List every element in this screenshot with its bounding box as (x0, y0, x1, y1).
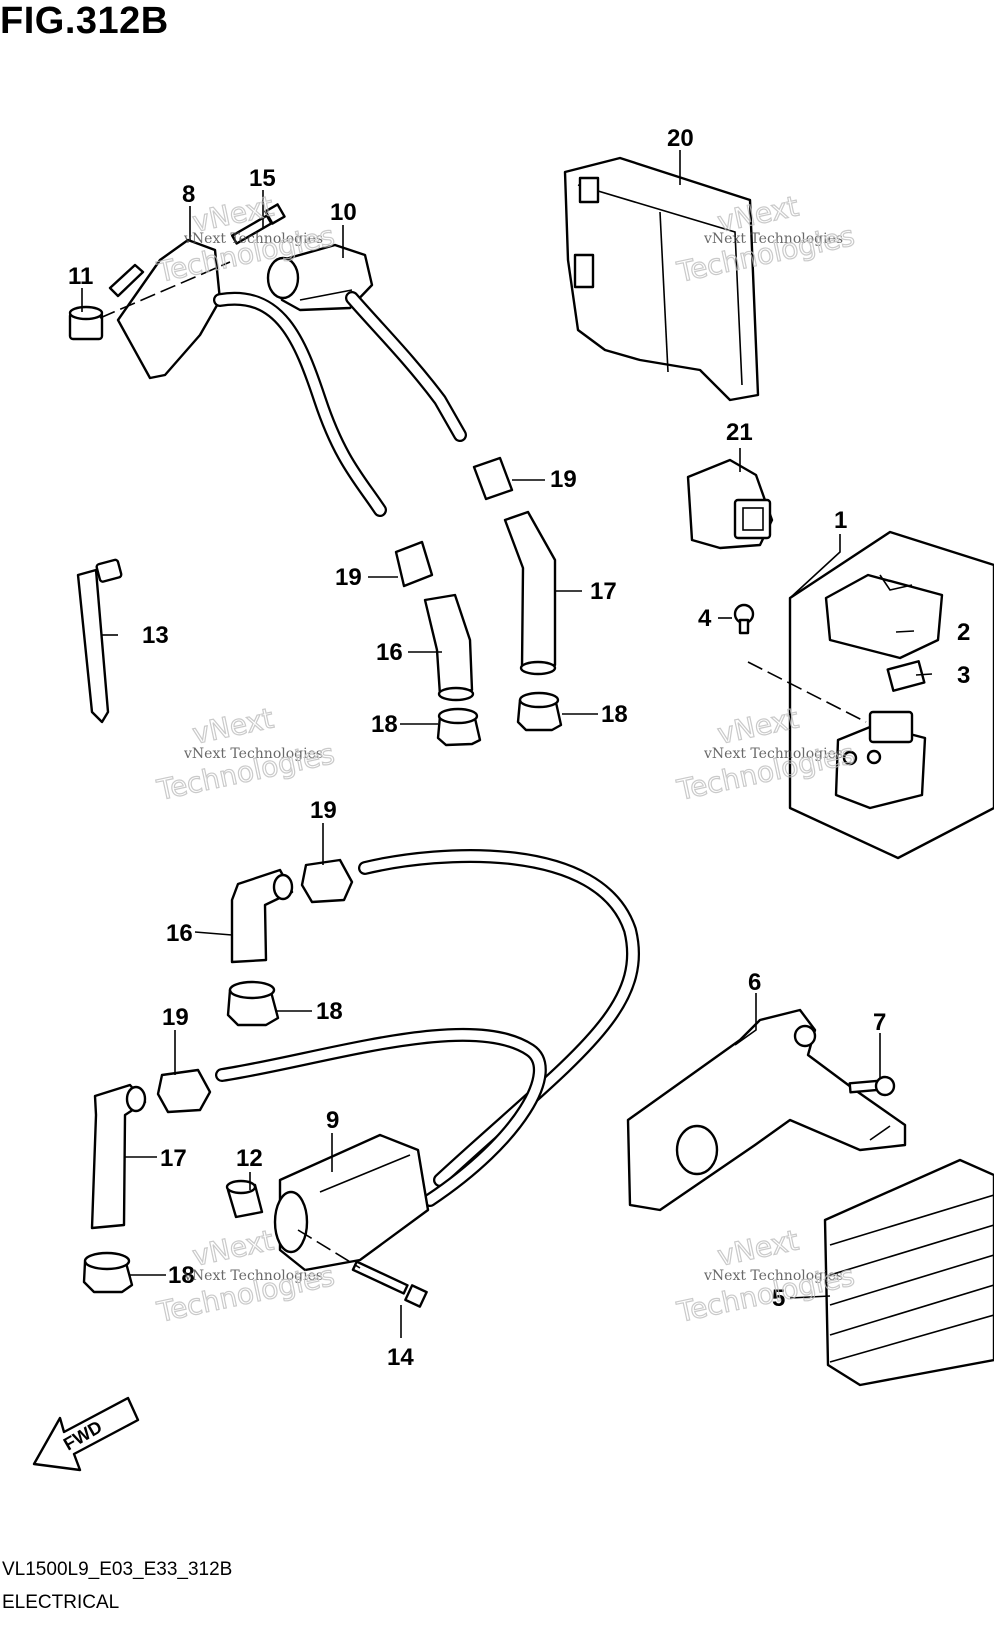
svg-text:vNext Technologies: vNext Technologies (703, 746, 843, 762)
callout-19b: 19 (335, 564, 362, 591)
callout-3: 3 (957, 662, 970, 689)
callout-18a: 18 (371, 711, 398, 738)
callout-12: 12 (236, 1145, 263, 1172)
svg-text:vNext Technologies: vNext Technologies (703, 231, 843, 247)
svg-text:vNext: vNext (190, 702, 277, 751)
svg-text:vNext: vNext (190, 1224, 277, 1273)
callout-labels: 20 21 1 2 3 4 8 15 10 11 19 19 13 16 17 … (68, 125, 970, 1371)
callout-18c: 18 (316, 998, 343, 1025)
figure-code: VL1500L9_E03_E33_312B (2, 1559, 233, 1580)
callout-15: 15 (249, 165, 276, 192)
svg-text:vNext Technologies: vNext Technologies (703, 1268, 843, 1284)
callout-18b: 18 (601, 701, 628, 728)
callout-17b: 17 (160, 1145, 187, 1172)
plug-caps-upper (394, 456, 563, 747)
callout-21: 21 (726, 419, 753, 446)
ecm-unit (563, 156, 760, 402)
callout-14: 14 (387, 1344, 414, 1371)
callout-5: 5 (772, 1285, 785, 1312)
cable-tie (76, 558, 123, 724)
callout-4: 4 (698, 605, 712, 632)
figure-title: FIG.312B (0, 0, 169, 42)
regulator-rectifier (823, 1158, 994, 1387)
callout-10: 10 (330, 199, 357, 226)
svg-text:vNext Technologies: vNext Technologies (183, 1268, 323, 1284)
callout-8: 8 (182, 181, 195, 208)
callout-18d: 18 (168, 1262, 195, 1289)
callout-20: 20 (667, 125, 694, 152)
callout-16b: 16 (166, 920, 193, 947)
fwd-arrow: FWD (32, 1396, 140, 1472)
callout-19a: 19 (550, 466, 577, 493)
svg-text:vNext Technologies: vNext Technologies (183, 746, 323, 762)
callout-1: 1 (834, 507, 847, 534)
regulator-bracket (626, 1008, 907, 1212)
svg-text:vNext: vNext (715, 702, 802, 751)
callout-16a: 16 (376, 639, 403, 666)
callout-19d: 19 (162, 1004, 189, 1031)
starter-relay-assembly (733, 530, 994, 860)
svg-text:vNext Technologies: vNext Technologies (183, 231, 323, 247)
callout-6: 6 (748, 969, 761, 996)
ignition-coil-front (68, 203, 467, 517)
leader-lines (81, 150, 933, 1338)
callout-17a: 17 (590, 578, 617, 605)
figure-section-name: ELECTRICAL (2, 1592, 120, 1613)
svg-text:vNext: vNext (715, 1224, 802, 1273)
callout-13: 13 (142, 622, 169, 649)
callout-2: 2 (957, 619, 970, 646)
callout-9: 9 (326, 1107, 339, 1134)
callout-7: 7 (873, 1009, 886, 1036)
callout-11: 11 (68, 263, 93, 290)
callout-19c: 19 (310, 797, 337, 824)
connector-21 (686, 458, 774, 550)
ignition-coil-rear (82, 848, 641, 1308)
